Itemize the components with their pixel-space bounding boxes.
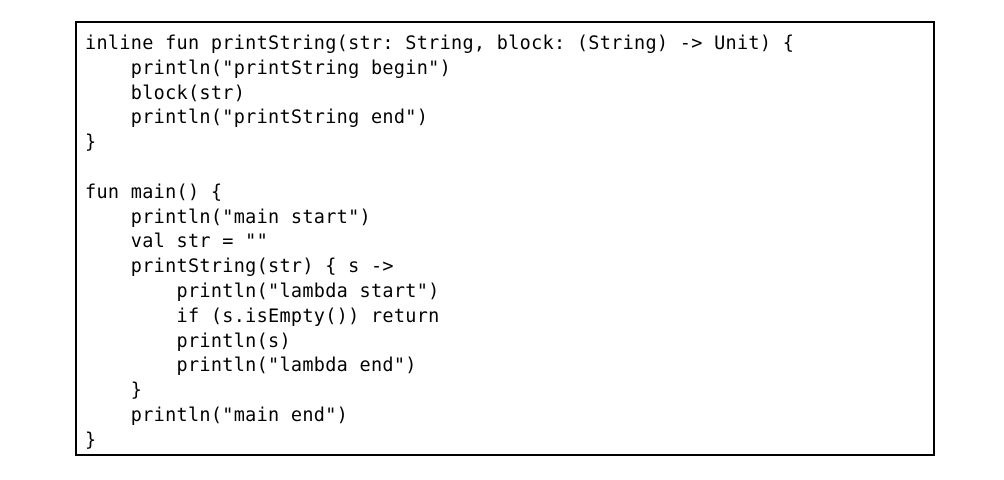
code-line: println("printString begin") — [85, 57, 452, 79]
code-lines: inline fun printString(str: String, bloc… — [85, 32, 794, 454]
code-line-blank — [85, 156, 794, 181]
code-line: printString(str) { s -> — [85, 256, 394, 278]
code-line: fun main() { — [85, 181, 223, 203]
code-line: println(s) — [85, 330, 291, 352]
code-line: println("lambda end") — [85, 355, 417, 377]
code-line: val str = "" — [85, 231, 269, 253]
code-line: } — [85, 380, 143, 402]
code-block: inline fun printString(str: String, bloc… — [75, 21, 935, 456]
code-line: inline fun printString(str: String, bloc… — [85, 33, 795, 54]
code-line: block(str) — [85, 82, 246, 104]
code-line: println("main end") — [85, 404, 349, 426]
code-line: } — [85, 132, 97, 154]
code-line: if (s.isEmpty()) return — [85, 305, 440, 327]
code-line: println("lambda start") — [85, 280, 440, 302]
code-line: println("printString end") — [85, 107, 429, 129]
code-line: } — [85, 429, 97, 451]
code-line: println("main start") — [85, 206, 371, 228]
